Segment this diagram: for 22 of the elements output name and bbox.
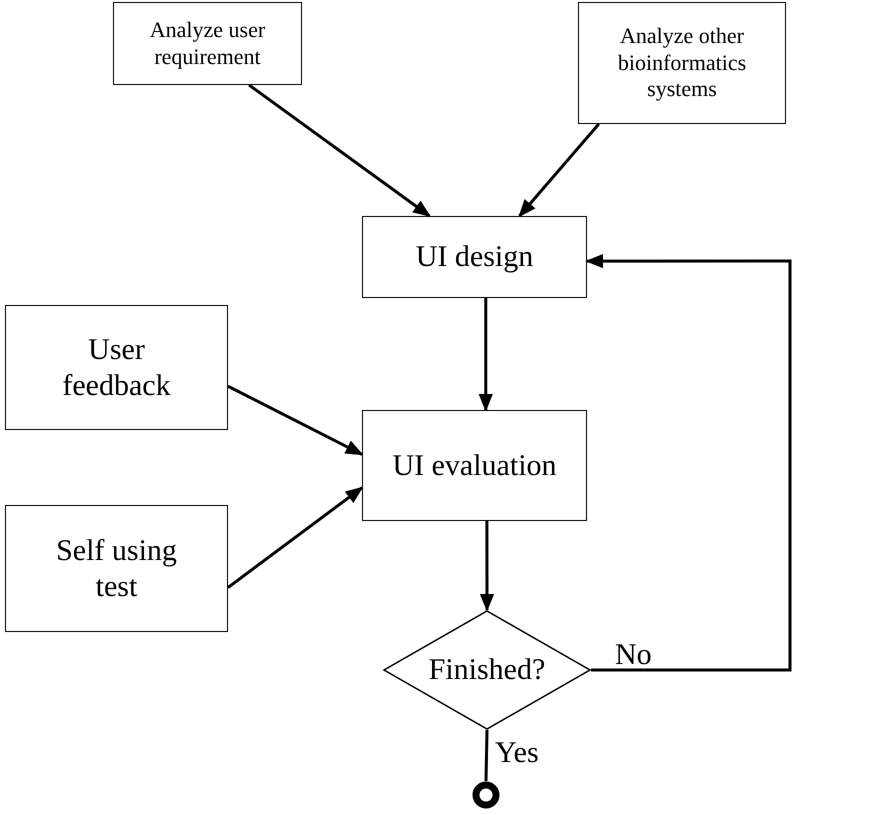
arrow	[585, 254, 792, 672]
arrow	[227, 384, 364, 456]
arrow	[480, 521, 494, 612]
process-box	[578, 2, 786, 124]
arrow	[518, 123, 600, 218]
node-label: Self using test	[55, 532, 178, 604]
process-box	[362, 410, 587, 521]
edge-label: Yes	[495, 738, 539, 768]
arrow	[248, 84, 431, 218]
node-label: Finished?	[428, 652, 546, 688]
process-box	[113, 2, 302, 85]
process-box	[5, 305, 228, 430]
arrow	[227, 486, 364, 589]
node-label: User feedback	[61, 332, 172, 404]
node-label: UI design	[416, 239, 534, 275]
process-box	[5, 505, 228, 632]
edge-label: No	[615, 640, 652, 670]
node-label: Analyze other bioinformatics systems	[616, 23, 748, 103]
process-box	[362, 216, 587, 298]
node-label: UI evaluation	[392, 448, 557, 484]
node-label: Analyze user requirement	[148, 17, 266, 70]
arrow	[478, 298, 493, 412]
